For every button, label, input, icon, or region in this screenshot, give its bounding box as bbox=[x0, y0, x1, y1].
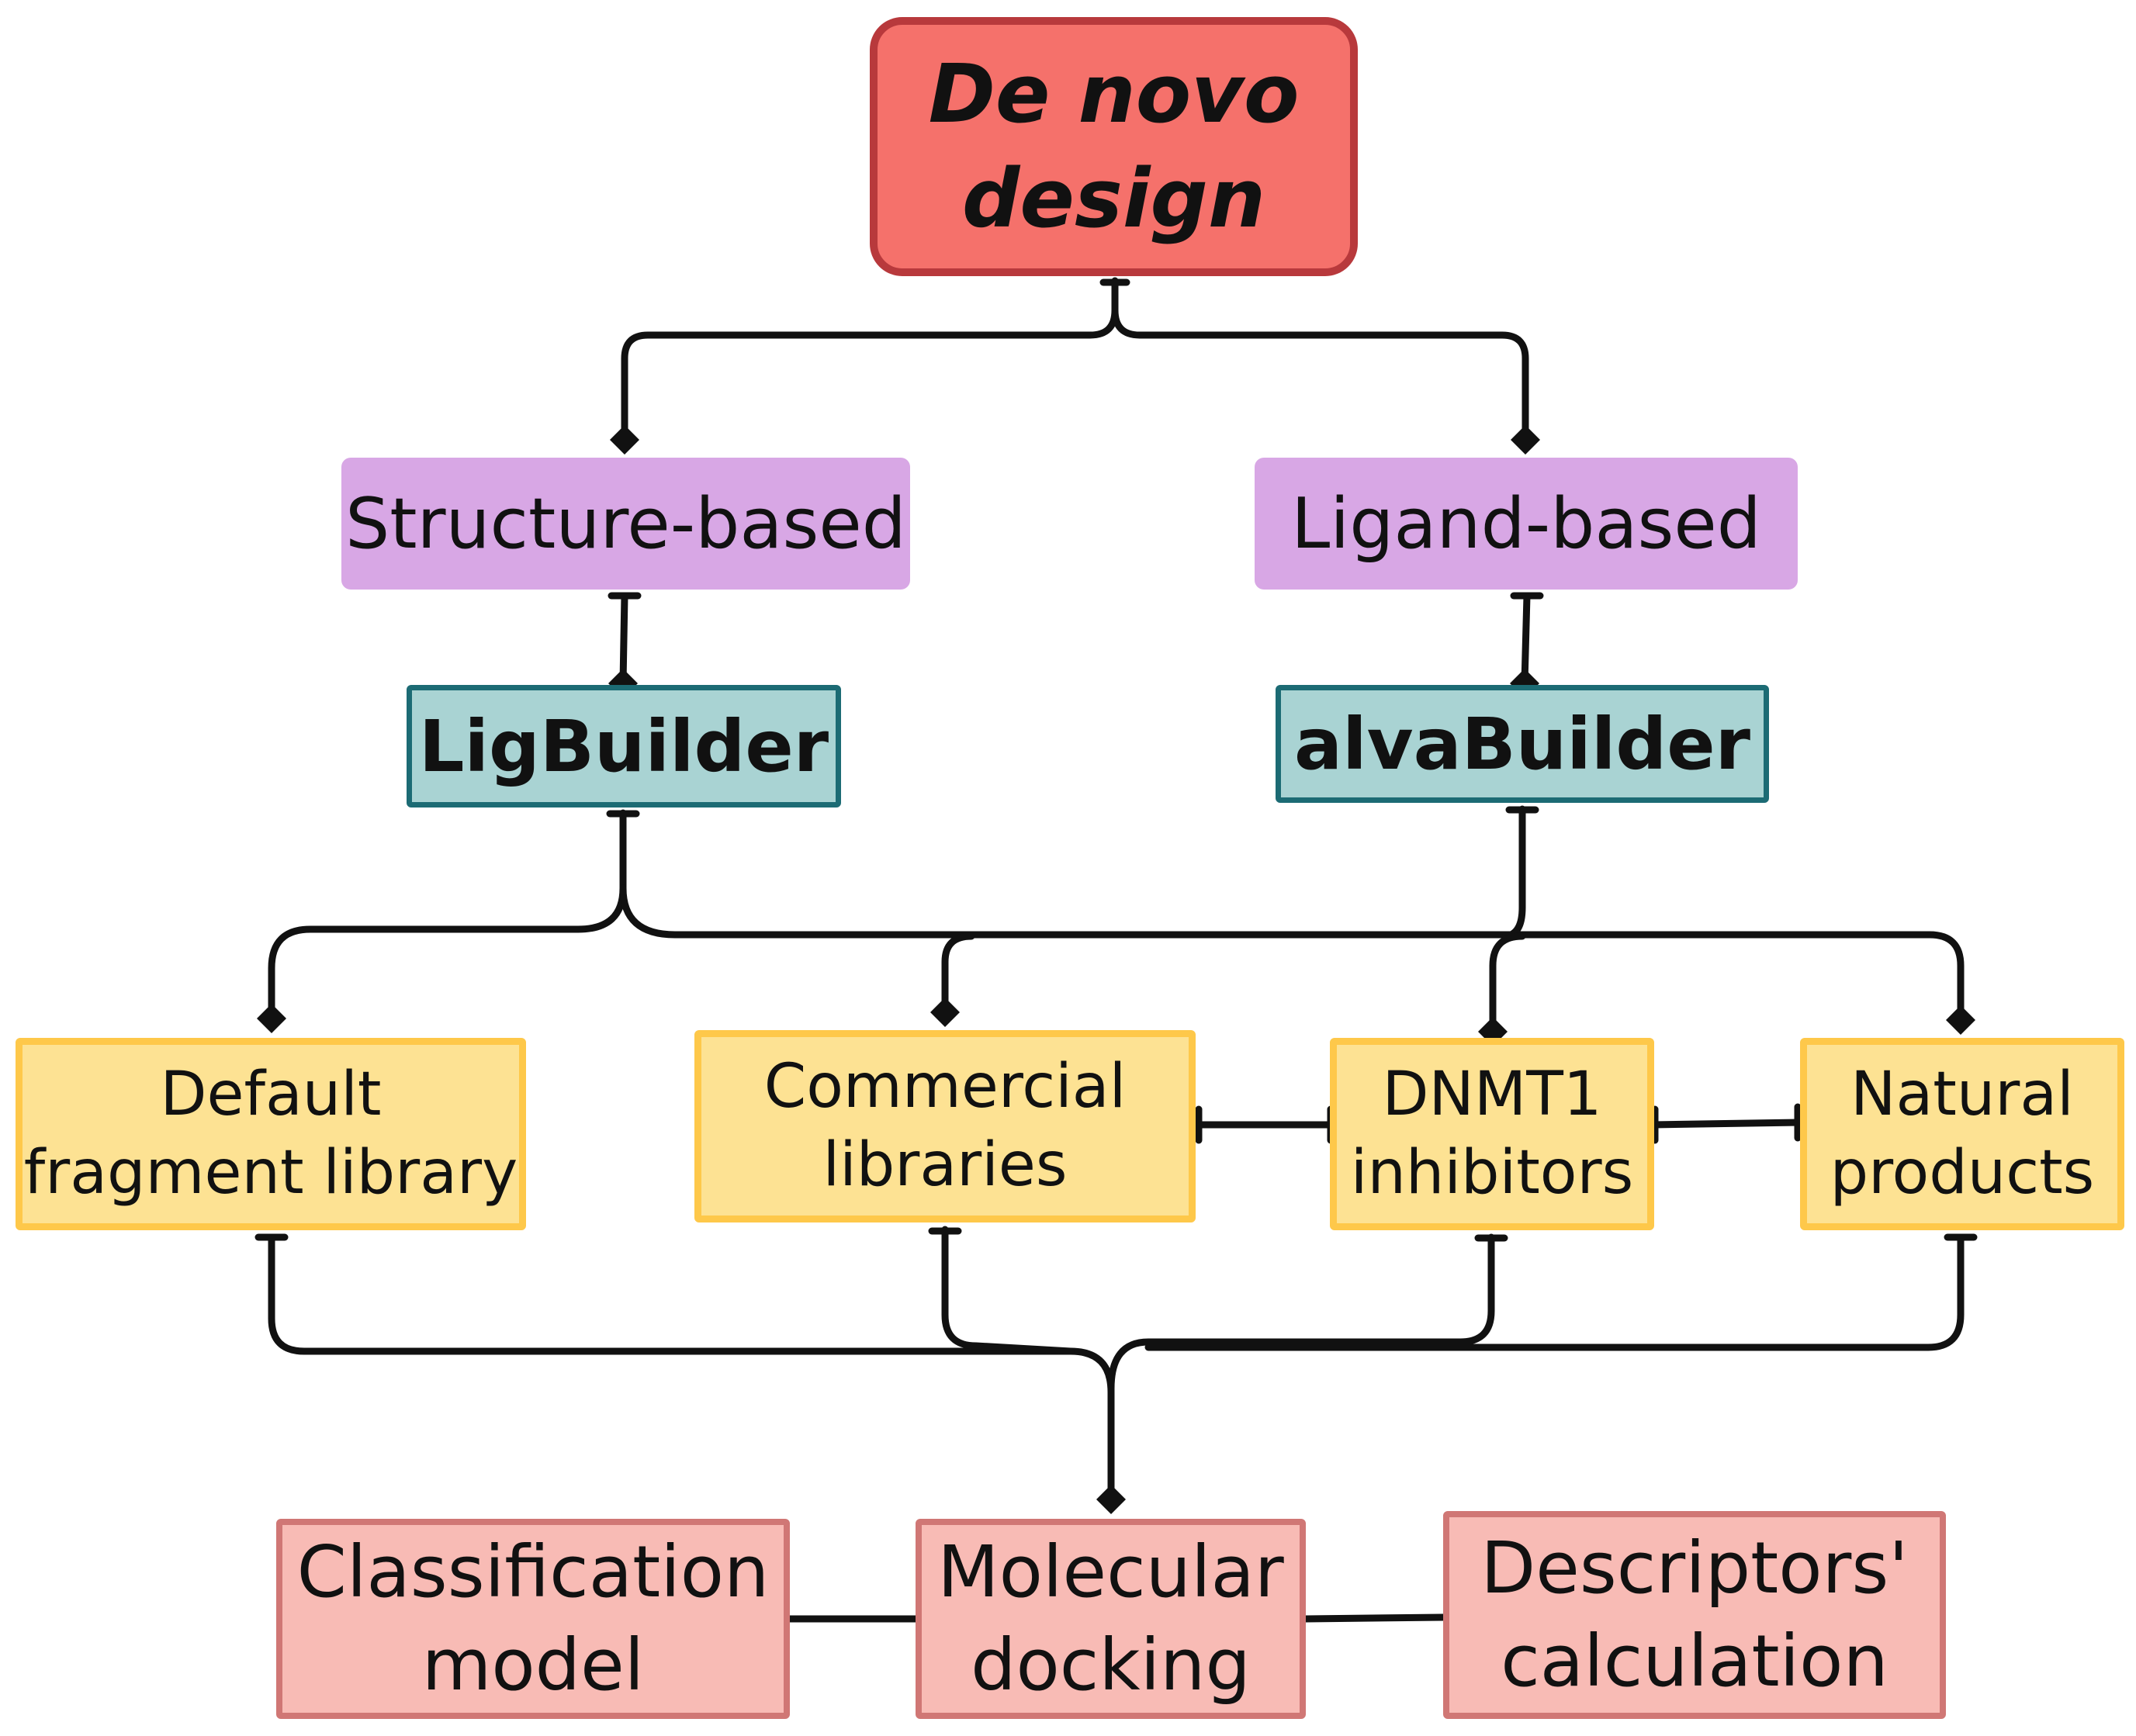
node-label: DNMT1 inhibitors bbox=[1350, 1059, 1634, 1208]
connector-commercial-docking bbox=[941, 1226, 1075, 1355]
node-classification-model: Classification model bbox=[276, 1519, 790, 1719]
diamond-arrowhead bbox=[930, 998, 960, 1027]
connector-natural-docking bbox=[1144, 1233, 1965, 1351]
connector-dnmt1-docking bbox=[1107, 1233, 1495, 1392]
node-label: LigBuilder bbox=[418, 704, 829, 788]
node-label: Structure-based bbox=[345, 482, 906, 565]
connector-default-docking bbox=[268, 1233, 1115, 1396]
node-molecular-docking: Molecular docking bbox=[916, 1519, 1306, 1719]
node-de-novo-design: De novo design bbox=[870, 17, 1358, 276]
node-ligand-based: Ligand-based bbox=[1255, 458, 1798, 590]
connector-structure-ligbuilder bbox=[619, 592, 628, 686]
node-ligbuilder: LigBuilder bbox=[407, 685, 841, 807]
connector-docking-descriptors bbox=[1302, 1613, 1447, 1623]
node-dnmt1-inhibitors: DNMT1 inhibitors bbox=[1330, 1038, 1654, 1230]
node-alvabuilder: alvaBuilder bbox=[1276, 685, 1769, 803]
connector-dnmt1-natural bbox=[1649, 1119, 1804, 1129]
diamond-arrowhead bbox=[1946, 1005, 1975, 1035]
connector-dnmt1-drop bbox=[1489, 932, 1526, 1033]
node-label: Descriptors' calculation bbox=[1480, 1527, 1909, 1703]
node-structure-based: Structure-based bbox=[341, 458, 910, 590]
node-natural-products: Natural products bbox=[1800, 1038, 2124, 1230]
connector-commercial-drop bbox=[941, 932, 975, 1014]
connector-ligbuilder-default bbox=[268, 809, 627, 1020]
node-label: Classification model bbox=[296, 1530, 770, 1707]
node-default-fragment-library: Default fragment library bbox=[16, 1038, 526, 1230]
node-descriptors-calculation: Descriptors' calculation bbox=[1443, 1511, 1946, 1719]
node-label: Default fragment library bbox=[23, 1059, 518, 1208]
node-label: Molecular docking bbox=[937, 1530, 1284, 1707]
connector-ligbuilder-bus bbox=[619, 884, 1965, 1022]
node-label: Natural products bbox=[1830, 1059, 2095, 1208]
node-label: De novo design bbox=[928, 46, 1300, 246]
connector-root-ligand bbox=[1111, 277, 1529, 441]
diamond-arrowhead bbox=[257, 1004, 286, 1033]
connector-ligand-alvabuilder bbox=[1521, 592, 1531, 686]
connector-alvabuilder-drop bbox=[1501, 805, 1526, 940]
node-label: Commercial libraries bbox=[763, 1051, 1127, 1200]
connector-root-structure bbox=[621, 277, 1119, 441]
node-commercial-libraries: Commercial libraries bbox=[694, 1030, 1196, 1222]
diamond-arrowhead bbox=[1511, 425, 1540, 455]
node-label: alvaBuilder bbox=[1294, 702, 1750, 786]
node-label: Ligand-based bbox=[1291, 482, 1761, 565]
diamond-arrowhead bbox=[610, 425, 639, 455]
diamond-arrowhead bbox=[1096, 1485, 1126, 1514]
